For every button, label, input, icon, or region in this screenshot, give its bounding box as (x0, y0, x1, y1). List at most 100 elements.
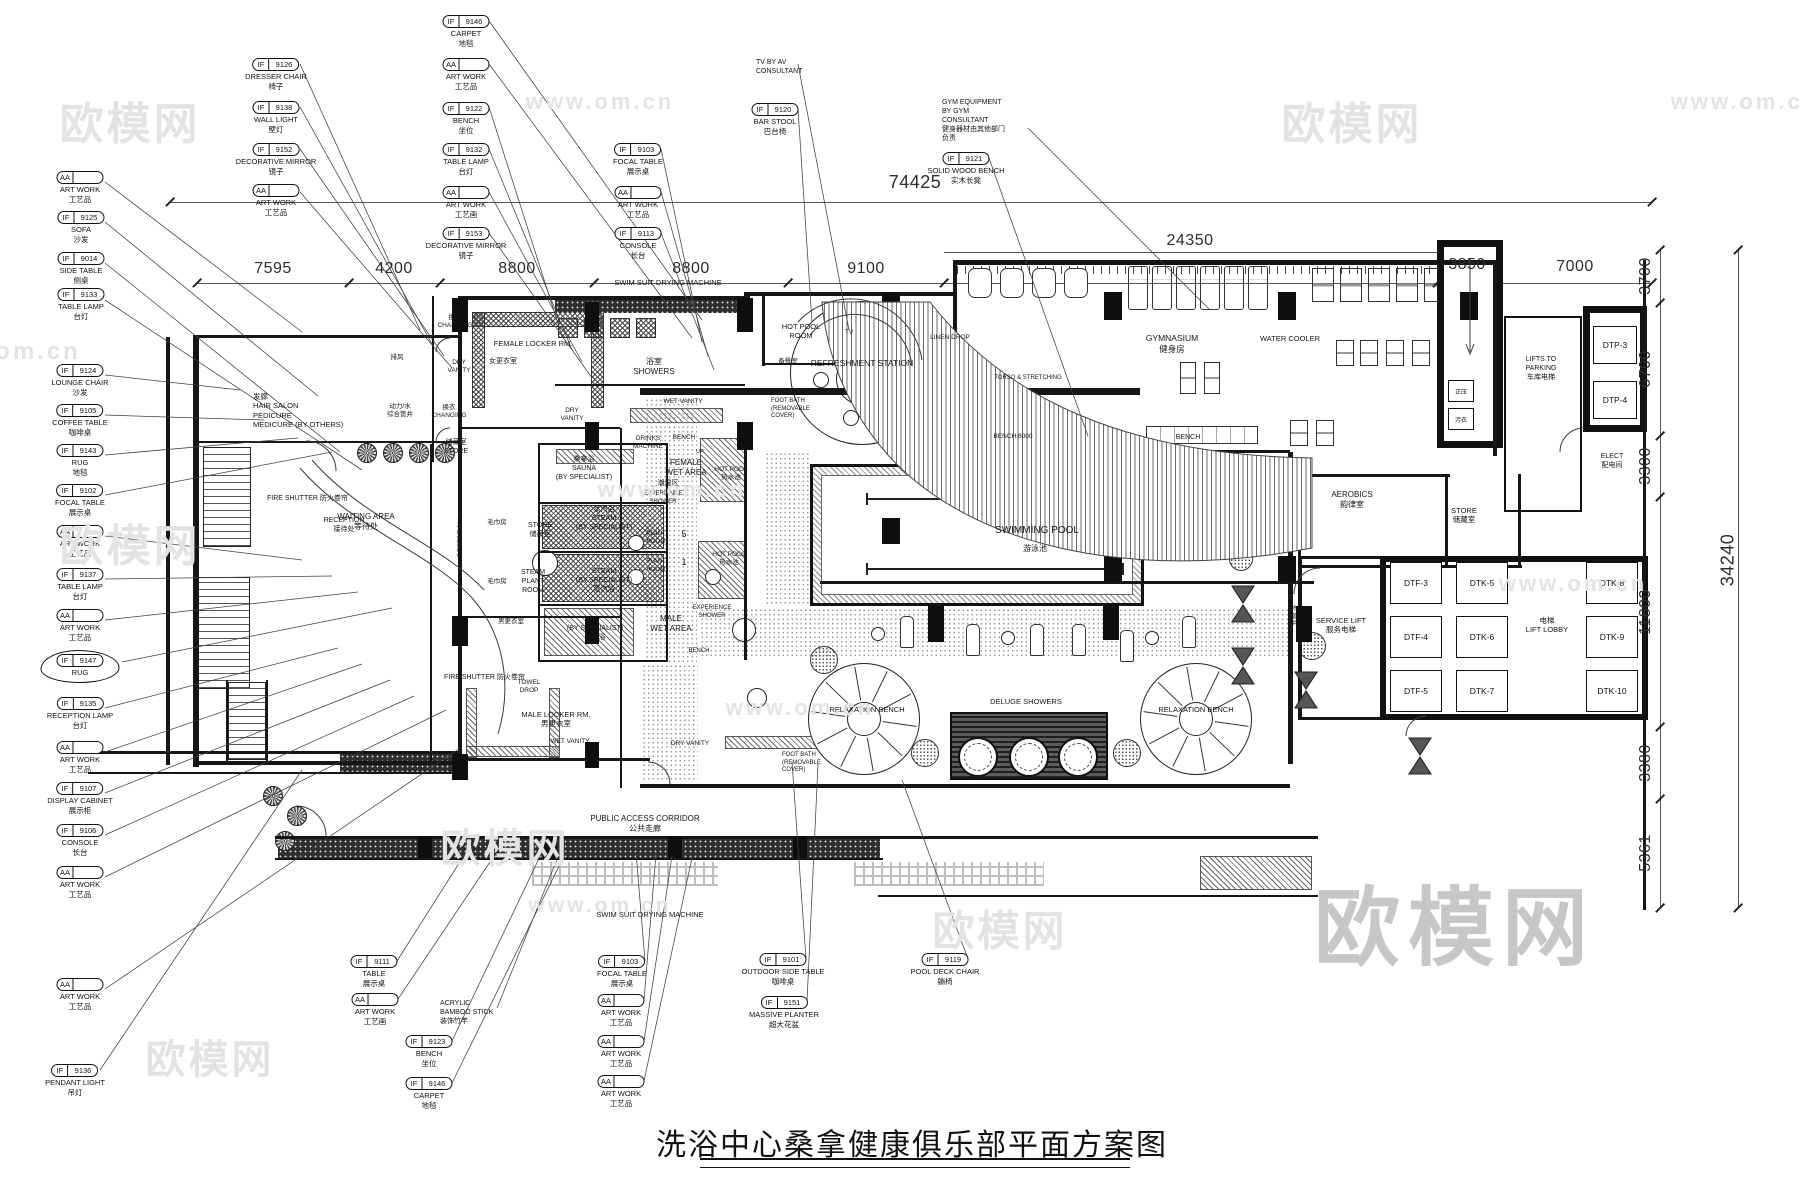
hatch-region (196, 577, 250, 689)
title-underline (700, 1158, 1130, 1160)
leader-line (806, 763, 819, 1003)
leader-line (104, 437, 299, 456)
callout-label: 长台 (72, 848, 88, 858)
callout-label: 展示桌 (68, 508, 92, 518)
leader-line (104, 414, 265, 421)
callout-label: RUG (71, 458, 89, 467)
leader-line (1214, 721, 1249, 727)
leader-line (99, 769, 303, 1071)
room-label-line: 储藏室 (445, 439, 467, 446)
callout-label: CONSOLE (61, 838, 99, 847)
room-label-line: HOT POOL (714, 466, 748, 473)
leader-line (1157, 681, 1183, 707)
callout-label: 壁灯 (268, 125, 284, 135)
plant (435, 443, 455, 463)
callout-label: 工艺品 (626, 210, 650, 220)
plan-glyph (1407, 755, 1433, 775)
wall-segment (640, 784, 1290, 788)
callout-tag: IF (58, 569, 74, 580)
wall-segment (744, 428, 747, 660)
circle-fixture (705, 569, 721, 585)
lift-污衣: 污衣 (1448, 408, 1474, 430)
callout-label: CONSOLE (619, 241, 657, 250)
deluge-shower-head (1058, 737, 1098, 777)
callout-label: ART WORK (59, 992, 101, 1001)
callout-tag: IF (253, 144, 270, 155)
wall-segment (620, 428, 622, 788)
callout-tag: IF (944, 153, 960, 164)
circle-fixture (747, 688, 767, 708)
callout-tag: IF (616, 228, 632, 239)
leader-line (104, 575, 333, 580)
refreshment-counter-arc-2 (809, 313, 913, 367)
wall-segment (196, 335, 462, 338)
leader-line (880, 693, 912, 711)
room-label-line: PLANT (521, 577, 545, 585)
callout-label: 工艺品 (68, 1002, 92, 1012)
callout-number: 9146 (465, 17, 483, 26)
room-label-line: STEAM (520, 569, 546, 576)
callout-label: 工艺品 (609, 1059, 633, 1069)
note-line: CONSULTANT (756, 68, 803, 76)
callout-label: OUTDOOR SIDE TABLE (741, 967, 825, 976)
callout-number: 9137 (79, 570, 97, 579)
callout-label: PENDANT LIGHT (45, 1078, 105, 1087)
callout-tag-pill: AA (56, 171, 104, 184)
hatch-region (466, 688, 477, 758)
room-label-line: FIRE SHUTTER 防火卷帘 (267, 495, 348, 502)
callout-tag: AA (58, 610, 74, 621)
leader-line (299, 63, 421, 331)
room-label-line: 5 (681, 529, 687, 539)
dim-3700: 3700 (1637, 257, 1654, 295)
wall-segment (762, 294, 765, 366)
door-arc (295, 805, 327, 837)
room-label: 游泳池 (1023, 544, 1047, 554)
leader-line (840, 735, 857, 767)
wall-segment (458, 616, 622, 618)
callout-tag: AA (599, 995, 615, 1006)
callout-label: ART WORK (445, 72, 487, 81)
callout-number (460, 59, 489, 70)
callout-tag-pill: AA (56, 525, 104, 538)
plant (409, 443, 429, 463)
room-label: FEMALE LOCKER RM. (494, 339, 573, 348)
leader-line (104, 535, 303, 561)
callout-tag: IF (53, 1065, 69, 1076)
leader-line (104, 695, 415, 836)
circle-fixture (1145, 631, 1159, 645)
gym-equipment (1152, 266, 1172, 310)
room-label-line: SHOWER (649, 498, 677, 505)
callout-label: 地毯 (72, 468, 88, 478)
room-label: 毛巾房 (487, 578, 507, 586)
room-label-line: (REMOVABLE (771, 405, 810, 412)
leader-line (1027, 127, 1211, 311)
room-label-line: FOOT BATH (782, 752, 816, 758)
leader-line (825, 681, 851, 707)
door-arc (1293, 567, 1321, 595)
callout-number (632, 187, 661, 198)
callout-label: TABLE (362, 969, 386, 978)
wall-segment (275, 858, 883, 860)
room-label-line: 潮湿区 (657, 480, 679, 487)
leader-line (1209, 731, 1235, 757)
deluge-shower-head (958, 737, 998, 777)
room-label: DELUGE SHOWERS (990, 697, 1062, 706)
room-label-line: 毛巾房 (487, 519, 507, 526)
callout-tag: IF (254, 102, 270, 113)
callout-number: 9107 (79, 784, 97, 793)
room-label-line: 浴室 (646, 357, 662, 366)
